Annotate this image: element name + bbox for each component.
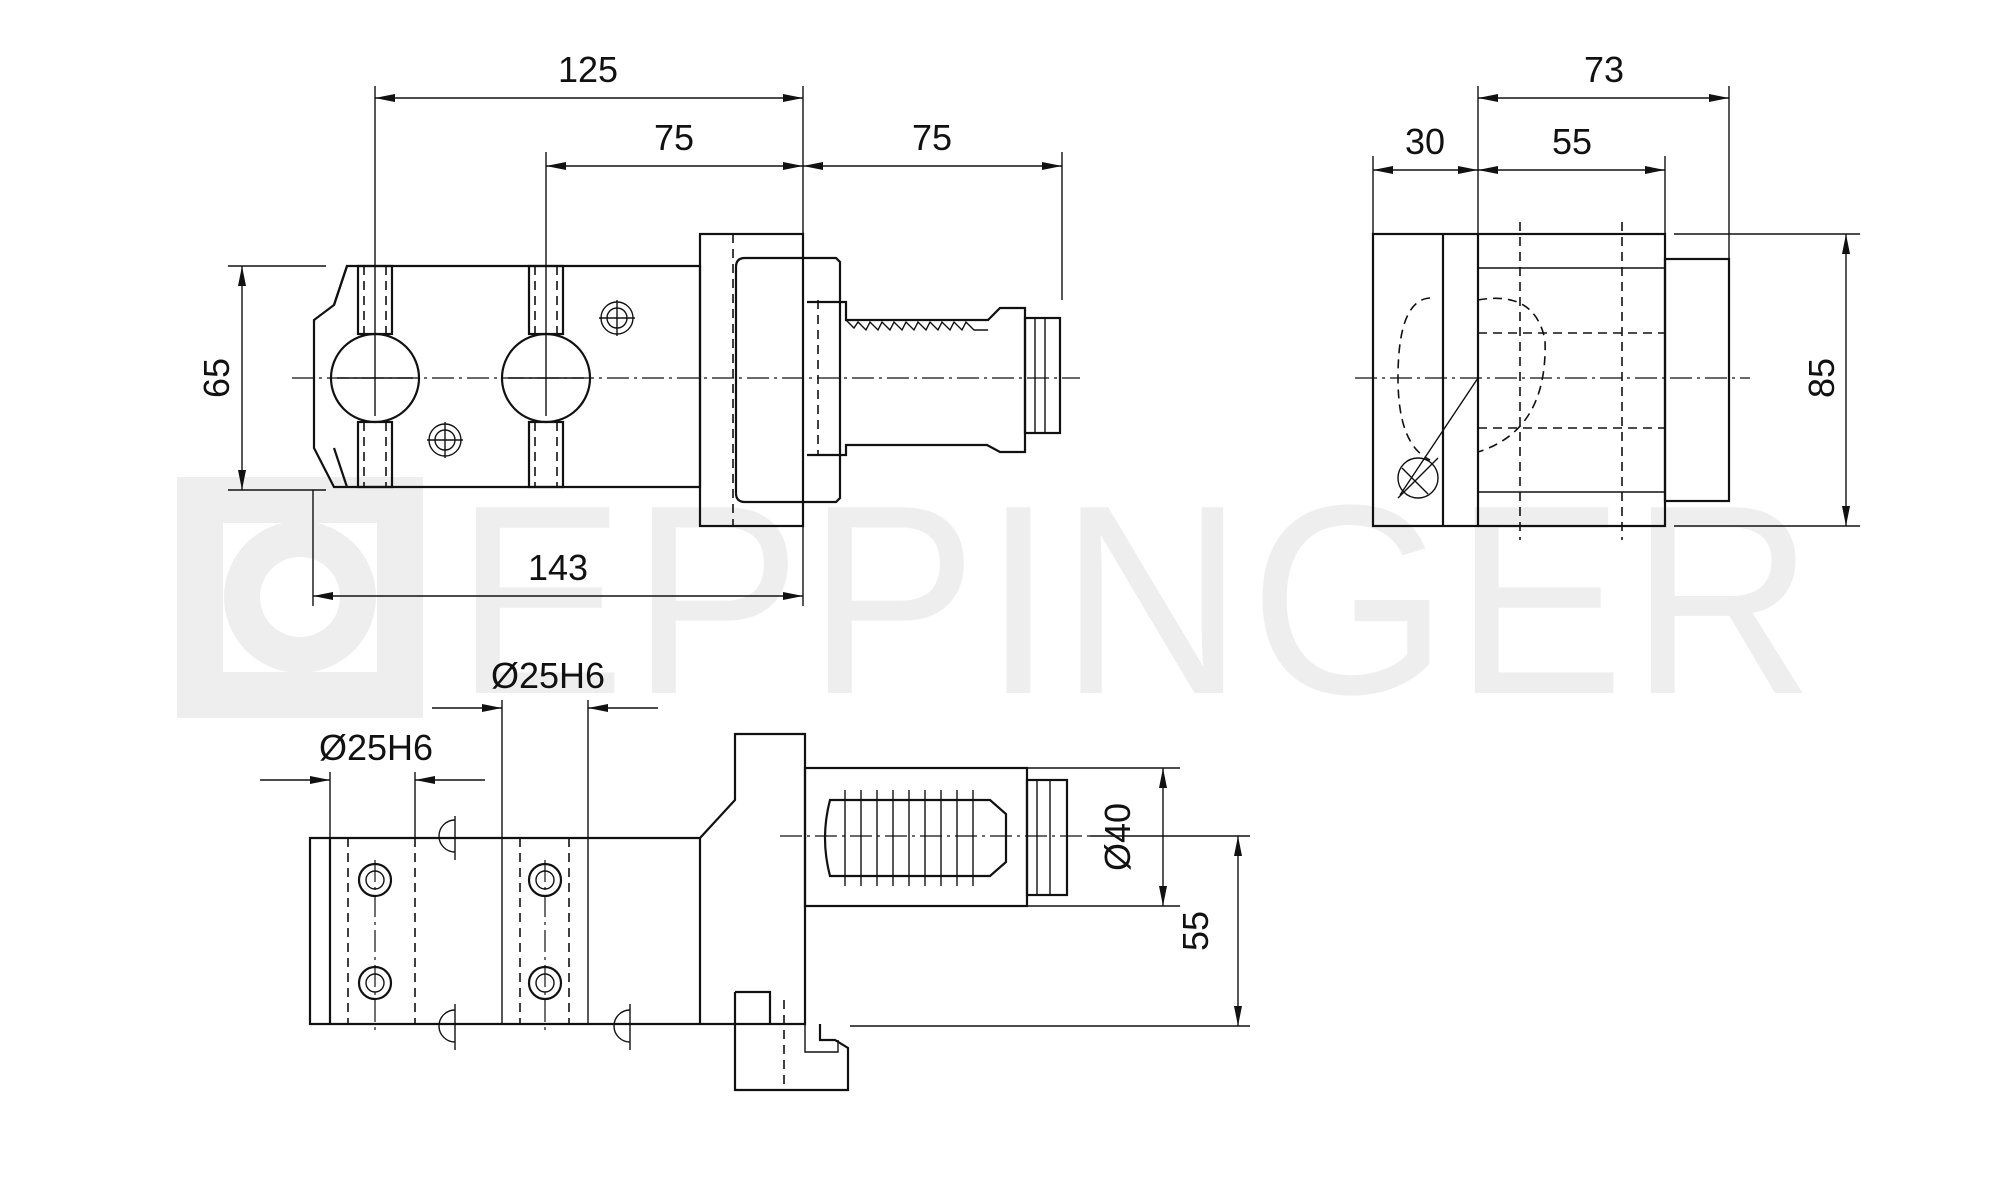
side-dim-30: 30 <box>1405 121 1445 162</box>
bottom-view: Ø25H6 Ø25H6 Ø40 55 <box>260 655 1250 1092</box>
bottom-shank <box>803 766 1029 908</box>
side-view: 73 30 55 85 <box>1355 49 1860 540</box>
front-view: 125 75 75 65 143 <box>196 49 1080 606</box>
bottom-clamp-block <box>501 837 589 1025</box>
bottom-thread-body <box>823 798 1008 878</box>
bottom-body <box>308 732 807 1026</box>
front-dim-75-inner: 75 <box>654 117 694 158</box>
front-body-chamfer <box>332 265 349 488</box>
bottom-dim-bore-left: Ø25H6 <box>319 727 433 768</box>
front-slot-4 <box>527 420 565 489</box>
bottom-screw-icon-6 <box>438 1004 456 1050</box>
front-flange <box>698 232 805 528</box>
bottom-mount-foot <box>733 990 850 1092</box>
bottom-screw-icon-5 <box>438 816 456 860</box>
front-thread <box>845 319 988 332</box>
watermark: EPPINGER <box>177 450 1820 751</box>
front-dim-75-shank: 75 <box>912 117 952 158</box>
side-hidden-bore <box>1397 297 1431 461</box>
watermark-logo-icon <box>177 477 423 718</box>
front-dim-125: 125 <box>558 49 618 90</box>
front-screw-icon-2 <box>427 422 463 458</box>
bottom-dim-bore-right: Ø25H6 <box>491 655 605 696</box>
front-dim-143: 143 <box>528 547 588 588</box>
bottom-thread <box>844 790 974 886</box>
side-dim-55: 55 <box>1552 121 1592 162</box>
front-shank-end <box>1023 316 1062 435</box>
side-screw-icon <box>1397 457 1439 499</box>
front-dim-65: 65 <box>196 358 237 398</box>
side-hidden-bore-2 <box>1477 297 1546 453</box>
side-shank <box>1663 257 1731 503</box>
side-dim-73: 73 <box>1584 49 1624 90</box>
front-flange-inner <box>734 256 842 504</box>
side-dim-85: 85 <box>1801 358 1842 398</box>
bottom-shank-end <box>1025 778 1069 897</box>
bottom-screw-icon-7 <box>613 1004 631 1050</box>
front-screw-icon-1 <box>599 300 635 336</box>
bottom-dim-d40: Ø40 <box>1097 803 1138 871</box>
watermark-text: EPPINGER <box>455 450 1820 751</box>
front-slot-2 <box>356 420 394 489</box>
bottom-dim-55: 55 <box>1175 911 1216 951</box>
